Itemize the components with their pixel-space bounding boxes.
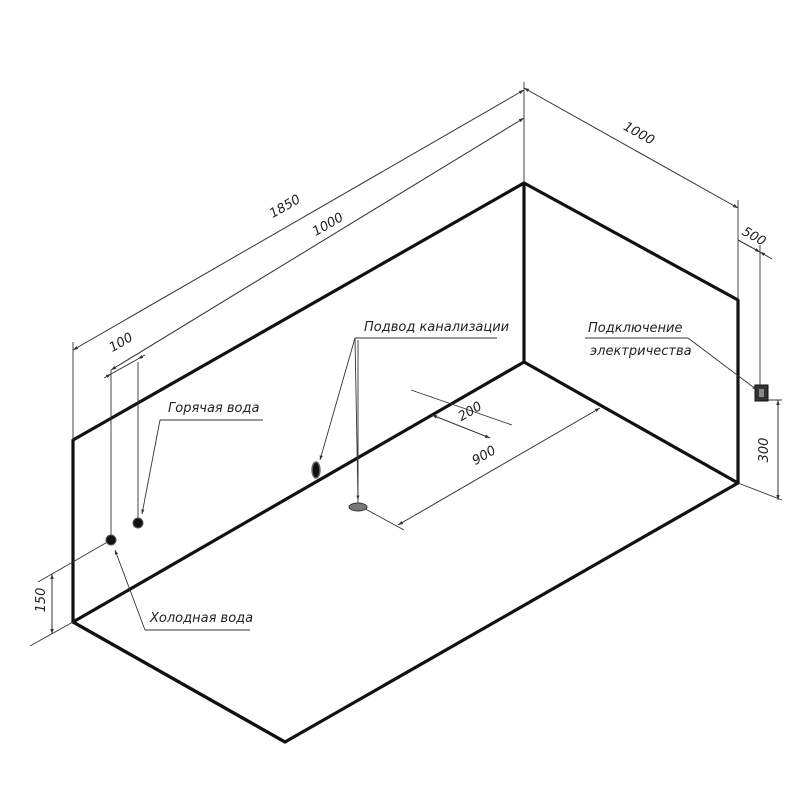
dimension-drain-offset-label: 200 [456, 399, 485, 424]
drain-side-outlet [311, 461, 321, 479]
dimension-width: 1000 [523, 87, 739, 300]
hot-water-inlet-marker [132, 517, 144, 529]
electric-label-line2: электричества [590, 344, 692, 359]
dimension-inlet-height: 150 [29, 539, 112, 647]
dimension-hot-offset-label: 100 [107, 330, 136, 355]
cold-water-label: Холодная вода [149, 611, 253, 626]
dimension-drain-distance: 900 [357, 407, 601, 531]
electric-connection: Подключение электричества [585, 321, 769, 402]
drain-label: Подвод канализации [364, 320, 509, 335]
hot-water-inlet: Горячая вода [132, 401, 263, 529]
dimension-width-part: 500 [737, 224, 773, 385]
dimension-length-inner-label: 1000 [310, 210, 346, 240]
drain-connection: Подвод канализации [311, 320, 509, 512]
dimension-drain-offset: 200 [357, 340, 513, 505]
dimension-length: 1850 [72, 82, 525, 440]
hot-water-label: Горячая вода [168, 401, 259, 416]
dimension-width-part-label: 500 [739, 224, 768, 249]
dimension-socket-height-label: 300 [757, 438, 772, 463]
dimension-hot-offset: 100 [103, 330, 146, 520]
cold-water-inlet: Холодная вода [105, 534, 253, 631]
dimension-width-label: 1000 [621, 119, 657, 148]
dimension-inlet-height-label: 150 [34, 588, 49, 613]
dimension-length-label: 1850 [267, 192, 303, 222]
bathtub-outline [71, 181, 740, 744]
dimension-socket-height: 300 [737, 399, 783, 501]
dimension-drain-distance-label: 900 [470, 443, 499, 468]
cold-water-inlet-marker [105, 534, 117, 546]
electric-socket-icon-inner [759, 389, 764, 397]
electric-label-line1: Подключение [588, 321, 682, 336]
drain-floor-outlet [348, 502, 368, 512]
